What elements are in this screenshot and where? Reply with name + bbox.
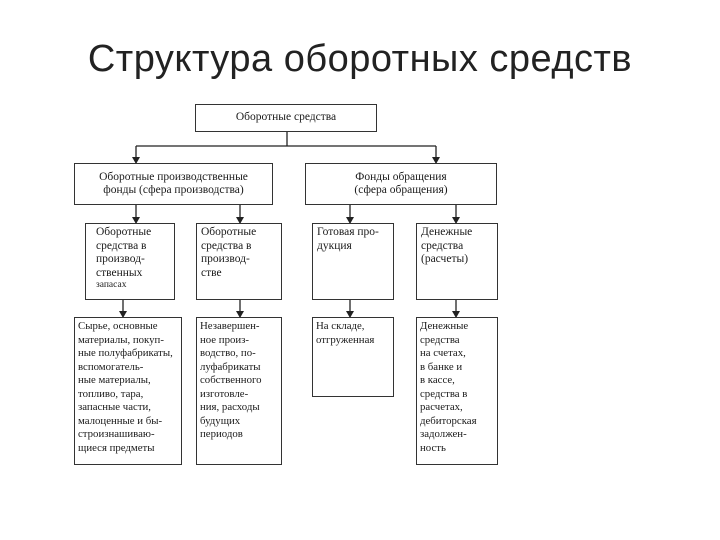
- category-box-inventory: Оборотные средства в производ- ственных …: [85, 223, 175, 300]
- category-line: производ-: [96, 253, 145, 265]
- detail-line: отгруженная: [316, 333, 375, 346]
- detail-line: ные полуфабрикаты,: [78, 347, 173, 359]
- detail-line: ное произ-: [200, 333, 250, 346]
- root-box: Оборотные средства: [195, 104, 377, 132]
- detail-line: средства в: [420, 387, 468, 400]
- detail-line: вспомогатель-: [78, 360, 144, 373]
- category-line: Готовая про-: [317, 226, 379, 238]
- detail-box-materials: Сырье, основные материалы, покуп- ные по…: [74, 317, 182, 465]
- category-line: запасах: [96, 280, 127, 290]
- detail-line: дебиторская: [420, 414, 477, 427]
- group-line: фонды (сфера производства): [103, 184, 244, 196]
- group-box-circulation: Фонды обращения (сфера обращения): [305, 163, 497, 205]
- detail-line: запасные части,: [78, 401, 152, 413]
- category-line: дукция: [317, 239, 352, 252]
- detail-line: собственного: [200, 374, 262, 386]
- detail-line: в кассе,: [420, 374, 455, 386]
- category-line: средства в: [201, 239, 252, 252]
- category-line: производ-: [201, 253, 250, 265]
- detail-line: материалы, покуп-: [78, 333, 164, 346]
- detail-box-wip: Незавершен- ное произ- водство, по- луфа…: [196, 317, 282, 465]
- detail-line: малоценные и бы-: [78, 414, 163, 427]
- detail-line: строизнашиваю-: [78, 428, 155, 440]
- category-box-finished-goods: Готовая про- дукция: [312, 223, 394, 300]
- group-box-production: Оборотные производственные фонды (сфера …: [74, 163, 273, 205]
- detail-line: расчетах,: [420, 401, 463, 413]
- category-line: стве: [201, 266, 222, 279]
- detail-line: задолжен-: [420, 428, 467, 440]
- detail-line: в банке и: [420, 360, 463, 373]
- page-title: Структура оборотных средств: [87, 38, 633, 80]
- detail-line: щиеся предметы: [78, 441, 155, 454]
- category-line: (расчеты): [421, 253, 469, 265]
- category-box-production: Оборотные средства в производ- стве: [196, 223, 282, 300]
- detail-line: Незавершен-: [200, 320, 260, 332]
- category-line: Оборотные: [96, 226, 152, 238]
- detail-line: На складе,: [316, 320, 365, 332]
- detail-line: Денежные: [420, 320, 469, 332]
- group-line: (сфера обращения): [354, 184, 448, 196]
- detail-line: на счетах,: [420, 347, 466, 359]
- category-box-cash: Денежные средства (расчеты): [416, 223, 498, 300]
- detail-line: Сырье, основные: [78, 320, 158, 332]
- category-line: средства в: [96, 239, 147, 252]
- detail-line: ность: [420, 441, 446, 454]
- group-line: Оборотные производственные: [99, 170, 248, 183]
- detail-line: средства: [420, 333, 460, 346]
- category-line: Оборотные: [201, 226, 257, 238]
- detail-line: луфабрикаты: [200, 360, 261, 373]
- detail-line: изготовле-: [200, 387, 249, 400]
- group-line: Фонды обращения: [355, 170, 447, 183]
- detail-line: периодов: [200, 428, 243, 440]
- detail-box-cash: Денежные средства на счетах, в банке и в…: [416, 317, 498, 465]
- detail-line: ния, расходы: [200, 401, 260, 413]
- category-line: средства: [421, 239, 464, 252]
- detail-line: водство, по-: [200, 347, 256, 359]
- category-line: Денежные: [421, 226, 473, 238]
- root-label: Оборотные средства: [235, 111, 337, 124]
- detail-box-warehouse: На складе, отгруженная: [312, 317, 394, 397]
- category-line: ственных: [96, 266, 143, 279]
- detail-line: топливо, тара,: [78, 387, 144, 400]
- detail-line: будущих: [200, 414, 241, 427]
- detail-line: ные материалы,: [78, 374, 151, 386]
